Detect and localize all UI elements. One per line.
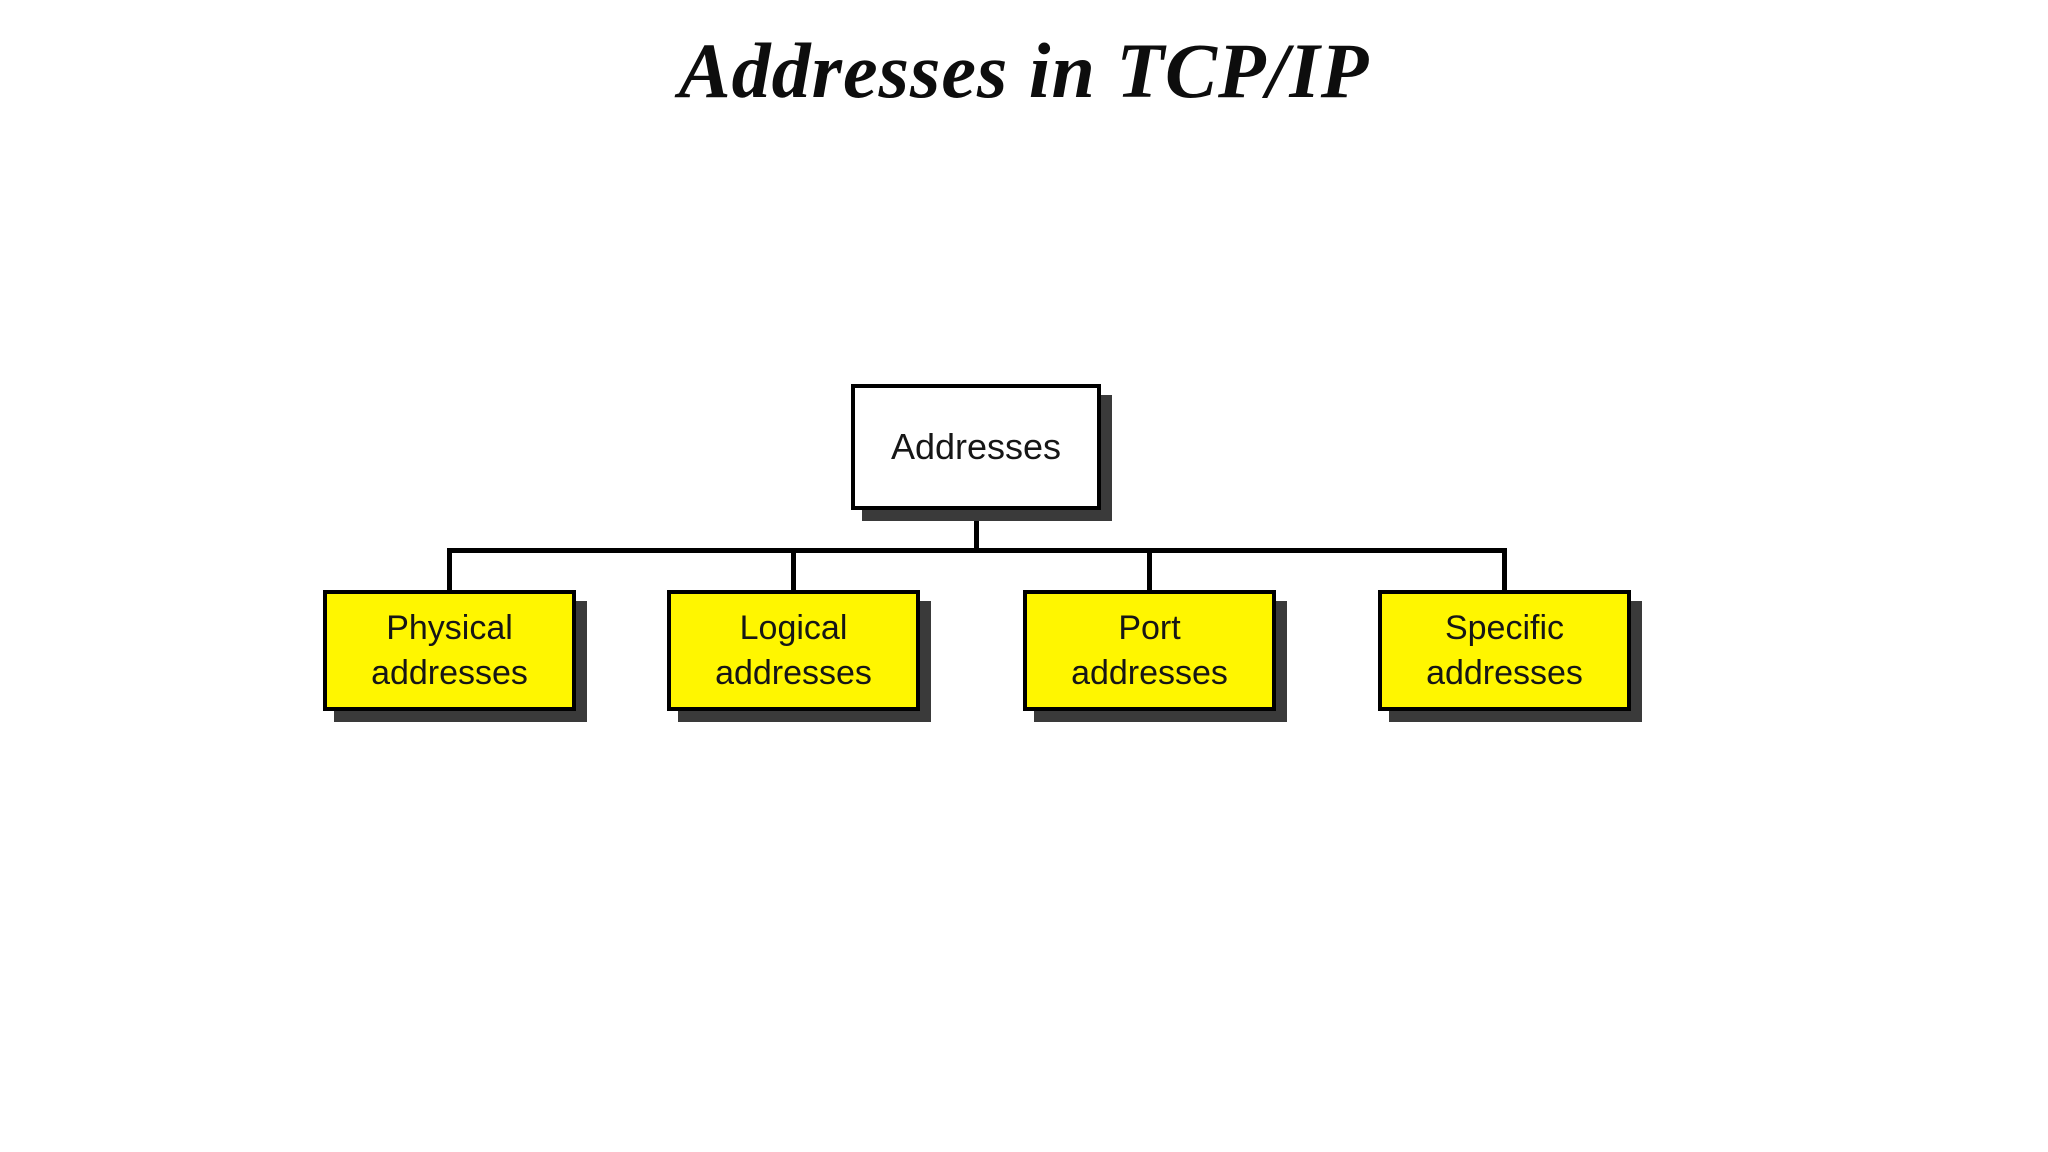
- node-label-line: Physical: [386, 608, 513, 647]
- node-label-line: Logical: [739, 608, 848, 647]
- page-title: Addresses in TCP/IP: [678, 27, 1370, 114]
- node-logical-addresses: Logical addresses: [667, 590, 920, 711]
- node-physical-addresses: Physical addresses: [323, 590, 576, 711]
- node-specific-addresses: Specific addresses: [1378, 590, 1631, 711]
- connector-drop-port: [1147, 548, 1152, 594]
- node-label-line: Specific: [1444, 608, 1565, 647]
- node-addresses-root: Addresses: [851, 384, 1101, 510]
- connector-drop-physical: [447, 548, 452, 594]
- connector-drop-logical: [791, 548, 796, 594]
- node-label: Addresses: [890, 426, 1062, 467]
- node-label-line: addresses: [715, 653, 872, 692]
- node-label-line: addresses: [371, 653, 528, 692]
- node-port-addresses: Port addresses: [1023, 590, 1276, 711]
- connector-root-stem: [974, 508, 979, 550]
- connector-horizontal-bar: [447, 548, 1507, 553]
- connector-drop-specific: [1502, 548, 1507, 594]
- node-label-line: addresses: [1426, 653, 1583, 692]
- node-label-line: Port: [1118, 608, 1181, 647]
- node-label-line: addresses: [1071, 653, 1228, 692]
